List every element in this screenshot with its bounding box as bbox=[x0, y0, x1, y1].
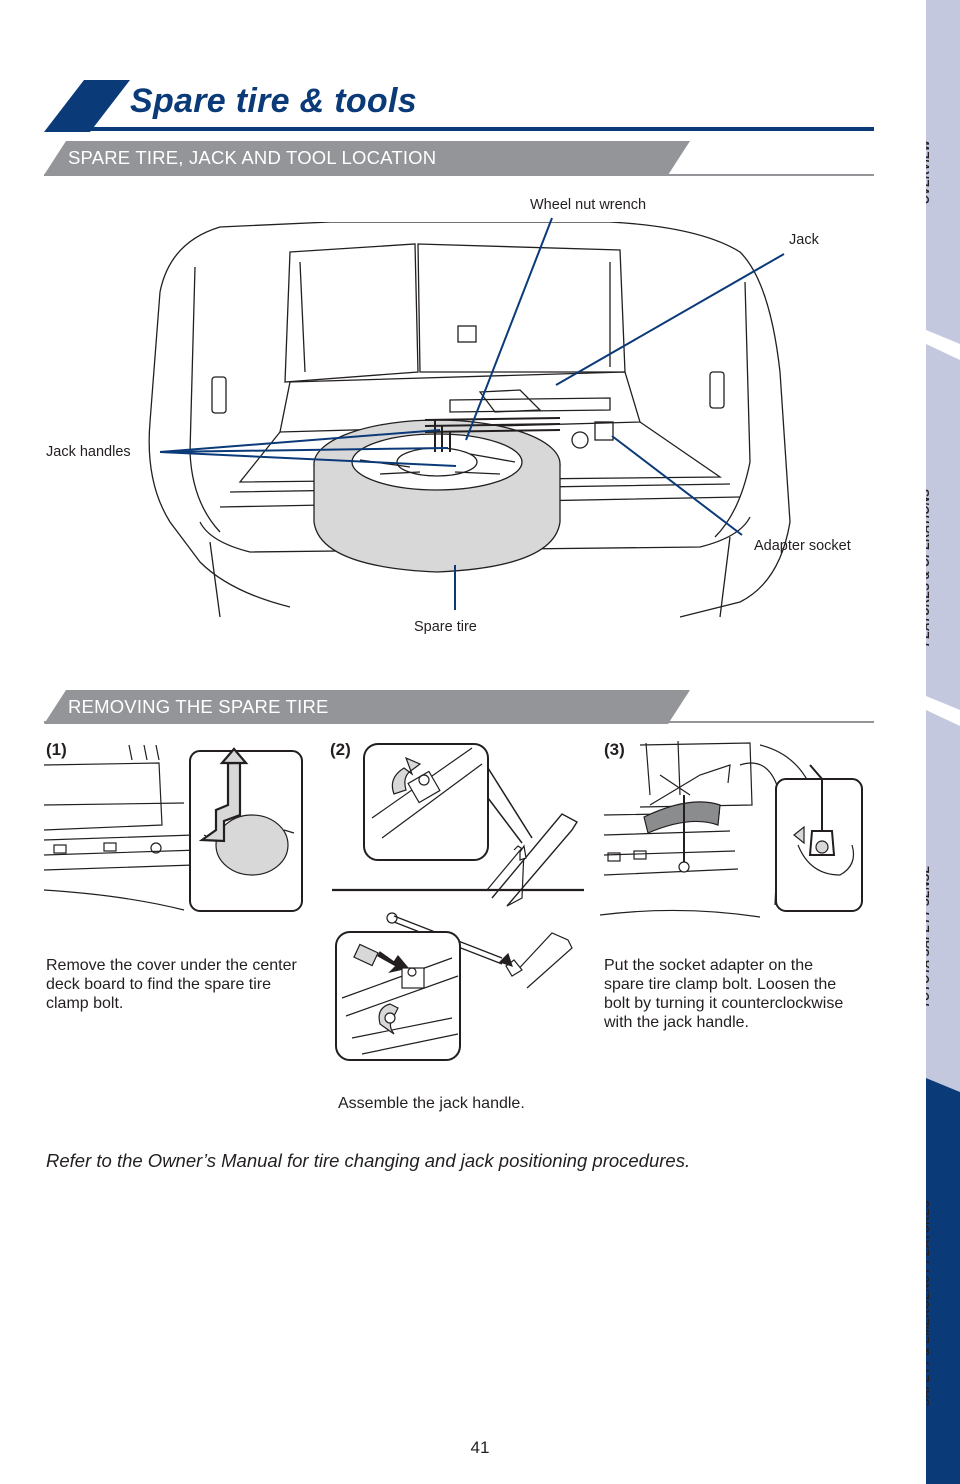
callout-leaders bbox=[159, 217, 785, 610]
step-1-number: (1) bbox=[46, 740, 67, 759]
step-3-illustration bbox=[600, 735, 864, 921]
step-2-text: Assemble the jack handle. bbox=[338, 1095, 525, 1112]
section-heading-removing: REMOVING THE SPARE TIRE bbox=[68, 696, 329, 717]
step-3-number: (3) bbox=[604, 740, 625, 759]
section-heading-bar-removing bbox=[44, 690, 690, 724]
owners-manual-note: Refer to the Owner’s Manual for tire cha… bbox=[46, 1150, 691, 1171]
step-3-text: Put the socket adapter on the spare tire… bbox=[604, 957, 844, 1031]
step-1-illustration bbox=[44, 745, 306, 915]
section-nav: OVERVIEW FEATURES & OPERATIONS TOYOTA SA… bbox=[926, 0, 960, 1484]
nav-tab-safety-emergency-label: SAFETY & EMERGENCY FEATURES bbox=[920, 1199, 932, 1406]
page-title: Spare tire & tools bbox=[130, 82, 417, 120]
nav-tab-safety-emergency[interactable]: SAFETY & EMERGENCY FEATURES bbox=[926, 1078, 960, 1484]
nav-tab-features-operations[interactable]: FEATURES & OPERATIONS bbox=[926, 344, 960, 710]
callout-jack: Jack bbox=[789, 232, 819, 248]
nav-tab-toyota-safety-sense[interactable]: TOYOTA SAFETY SENSE bbox=[926, 710, 960, 1092]
callout-spare-tire: Spare tire bbox=[414, 619, 477, 635]
callout-adapter-socket: Adapter socket bbox=[754, 538, 851, 554]
nav-tab-overview[interactable]: OVERVIEW bbox=[926, 0, 960, 344]
section-heading-bar-location bbox=[44, 141, 690, 175]
section-heading-location: SPARE TIRE, JACK AND TOOL LOCATION bbox=[68, 147, 437, 168]
page-number: 41 bbox=[470, 1438, 490, 1457]
nav-tab-toyota-safety-sense-label: TOYOTA SAFETY SENSE bbox=[920, 865, 932, 1008]
step-2-illustration bbox=[332, 738, 584, 1068]
title-rule bbox=[90, 127, 874, 131]
step-1-text: Remove the cover under the center deck b… bbox=[46, 957, 297, 1012]
step-2-number: (2) bbox=[330, 740, 351, 759]
callout-wheel-nut-wrench: Wheel nut wrench bbox=[530, 197, 647, 213]
callout-jack-handles: Jack handles bbox=[46, 444, 131, 460]
section-rule-location bbox=[44, 174, 874, 176]
section-rule-removing bbox=[44, 721, 874, 723]
